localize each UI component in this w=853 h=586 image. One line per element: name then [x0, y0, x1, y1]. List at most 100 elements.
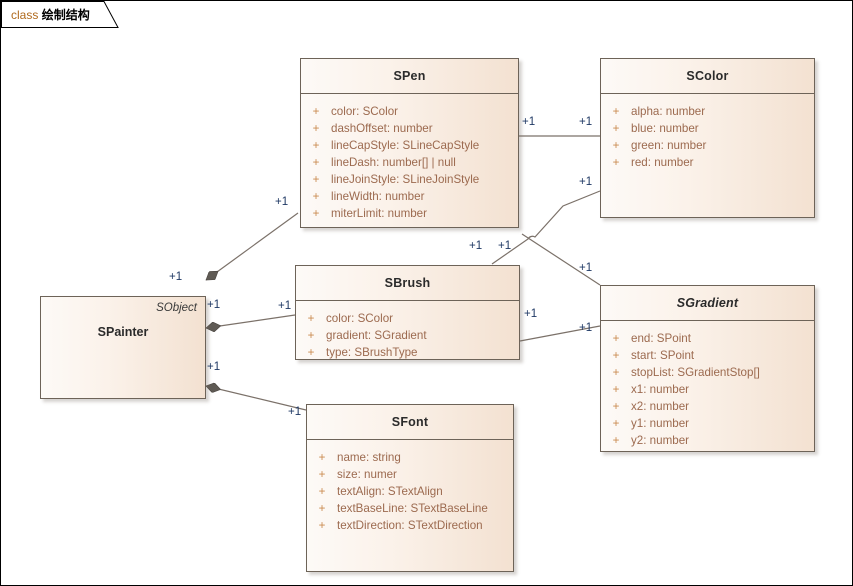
class-box-sbrush[interactable]: SBrush + color: SColor + gradient: SGrad…: [295, 265, 520, 360]
attribute-signature: lineDash: number[] | null: [331, 156, 456, 169]
multiplicity-painter-pen-target: +1: [275, 196, 289, 208]
connector-brush-color[interactable]: [491, 190, 601, 265]
attribute-row: + textDirection: STextDirection: [307, 517, 513, 534]
class-box-scolor[interactable]: SColor + alpha: number + blue: number + …: [600, 58, 815, 218]
diagram-title-prefix: class: [11, 7, 42, 22]
class-title-sgradient: SGradient: [601, 286, 814, 321]
attribute-signature: gradient: SGradient: [326, 329, 427, 342]
attribute-signature: x1: number: [631, 383, 689, 396]
multiplicity-brush-color-source: +1: [469, 240, 483, 252]
attribute-row: + stopList: SGradientStop[]: [601, 364, 814, 381]
multiplicity-brush-gradient-target: +1: [579, 322, 593, 334]
attribute-visibility: +: [612, 366, 620, 379]
attribute-visibility: +: [318, 519, 326, 532]
attribute-signature: red: number: [631, 156, 694, 169]
attribute-signature: name: string: [337, 451, 401, 464]
attribute-visibility: +: [612, 417, 620, 430]
attribute-row: + red: number: [601, 154, 814, 171]
attribute-visibility: +: [307, 329, 315, 342]
class-attributes-sfont: + name: string + size: numer + textAlign…: [307, 440, 513, 534]
attribute-row: + lineDash: number[] | null: [301, 154, 518, 171]
attribute-signature: x2: number: [631, 400, 689, 413]
attribute-signature: lineWidth: number: [331, 190, 425, 203]
class-attributes-scolor: + alpha: number + blue: number + green: …: [601, 94, 814, 171]
class-box-sgradient[interactable]: SGradient + end: SPoint + start: SPoint …: [600, 285, 815, 452]
connector-color-gradient[interactable]: [521, 233, 601, 286]
diagram-title-tab[interactable]: class 绘制结构: [1, 1, 119, 28]
attribute-signature: start: SPoint: [631, 349, 695, 362]
attribute-row: + blue: number: [601, 120, 814, 137]
attribute-visibility: +: [612, 434, 620, 447]
diagram-title-name: 绘制结构: [41, 7, 90, 22]
attribute-visibility: +: [612, 332, 620, 345]
class-attributes-sgradient: + end: SPoint + start: SPoint + stopList…: [601, 321, 814, 449]
attribute-row: + y2: number: [601, 432, 814, 449]
attribute-row: + miterLimit: number: [301, 205, 518, 222]
attribute-signature: lineJoinStyle: SLineJoinStyle: [331, 173, 480, 186]
attribute-visibility: +: [312, 139, 320, 152]
attribute-row: + name: string: [307, 449, 513, 466]
attribute-signature: y2: number: [631, 434, 689, 447]
connector-painter-pen[interactable]: [206, 212, 299, 281]
attribute-row: + textBaseLine: STextBaseLine: [307, 500, 513, 517]
diagram-title-label: class 绘制结构: [11, 9, 90, 21]
class-title-spainter: SPainter: [97, 325, 149, 339]
attribute-signature: alpha: number: [631, 105, 706, 118]
attribute-signature: textAlign: STextAlign: [337, 485, 443, 498]
connector-painter-brush[interactable]: [206, 314, 296, 328]
attribute-visibility: +: [312, 207, 320, 220]
attribute-visibility: +: [312, 190, 320, 203]
attribute-signature: green: number: [631, 139, 707, 152]
attribute-signature: miterLimit: number: [331, 207, 427, 220]
attribute-visibility: +: [318, 485, 326, 498]
attribute-row: + x2: number: [601, 398, 814, 415]
tab-shape-icon: [1, 1, 119, 28]
attribute-row: + color: SColor: [301, 103, 518, 120]
attribute-visibility: +: [612, 400, 620, 413]
connector-painter-font[interactable]: [206, 386, 307, 411]
attribute-row: + lineJoinStyle: SLineJoinStyle: [301, 171, 518, 188]
attribute-visibility: +: [307, 346, 315, 359]
class-box-sfont[interactable]: SFont + name: string + size: numer + tex…: [306, 404, 514, 572]
attribute-visibility: +: [307, 312, 315, 325]
attribute-row: + x1: number: [601, 381, 814, 398]
class-box-spainter[interactable]: SObject SPainter: [40, 296, 206, 399]
attribute-row: + y1: number: [601, 415, 814, 432]
class-attributes-spen: + color: SColor + dashOffset: number + l…: [301, 94, 518, 222]
attribute-signature: stopList: SGradientStop[]: [631, 366, 760, 379]
attribute-row: + color: SColor: [296, 310, 519, 327]
attribute-visibility: +: [312, 105, 320, 118]
attribute-row: + lineCapStyle: SLineCapStyle: [301, 137, 518, 154]
attribute-signature: textDirection: STextDirection: [337, 519, 483, 532]
class-title-sbrush: SBrush: [296, 266, 519, 301]
multiplicity-color-gradient-target: +1: [579, 262, 593, 274]
multiplicity-painter-font-source: +1: [207, 361, 221, 373]
attribute-signature: textBaseLine: STextBaseLine: [337, 502, 488, 515]
class-title-scolor: SColor: [601, 59, 814, 94]
connector-brush-gradient[interactable]: [519, 325, 601, 342]
attribute-signature: end: SPoint: [631, 332, 691, 345]
attribute-row: + size: numer: [307, 466, 513, 483]
attribute-row: + lineWidth: number: [301, 188, 518, 205]
attribute-visibility: +: [612, 349, 620, 362]
attribute-visibility: +: [312, 173, 320, 186]
class-box-spen[interactable]: SPen + color: SColor + dashOffset: numbe…: [300, 58, 519, 228]
attribute-row: + type: SBrushType: [296, 344, 519, 361]
class-parent-label-spainter: SObject: [156, 302, 197, 314]
multiplicity-painter-brush-target: +1: [278, 300, 292, 312]
attribute-visibility: +: [318, 502, 326, 515]
multiplicity-brush-gradient-source: +1: [524, 308, 538, 320]
attribute-signature: color: SColor: [326, 312, 394, 325]
attribute-row: + start: SPoint: [601, 347, 814, 364]
attribute-row: + alpha: number: [601, 103, 814, 120]
attribute-signature: size: numer: [337, 468, 397, 481]
class-attributes-sbrush: + color: SColor + gradient: SGradient + …: [296, 301, 519, 361]
attribute-signature: lineCapStyle: SLineCapStyle: [331, 139, 480, 152]
class-title-spen: SPen: [301, 59, 518, 94]
multiplicity-pen-color-source: +1: [522, 116, 536, 128]
attribute-visibility: +: [612, 122, 620, 135]
attribute-visibility: +: [612, 139, 620, 152]
attribute-row: + dashOffset: number: [301, 120, 518, 137]
multiplicity-color-gradient-source: +1: [498, 240, 512, 252]
